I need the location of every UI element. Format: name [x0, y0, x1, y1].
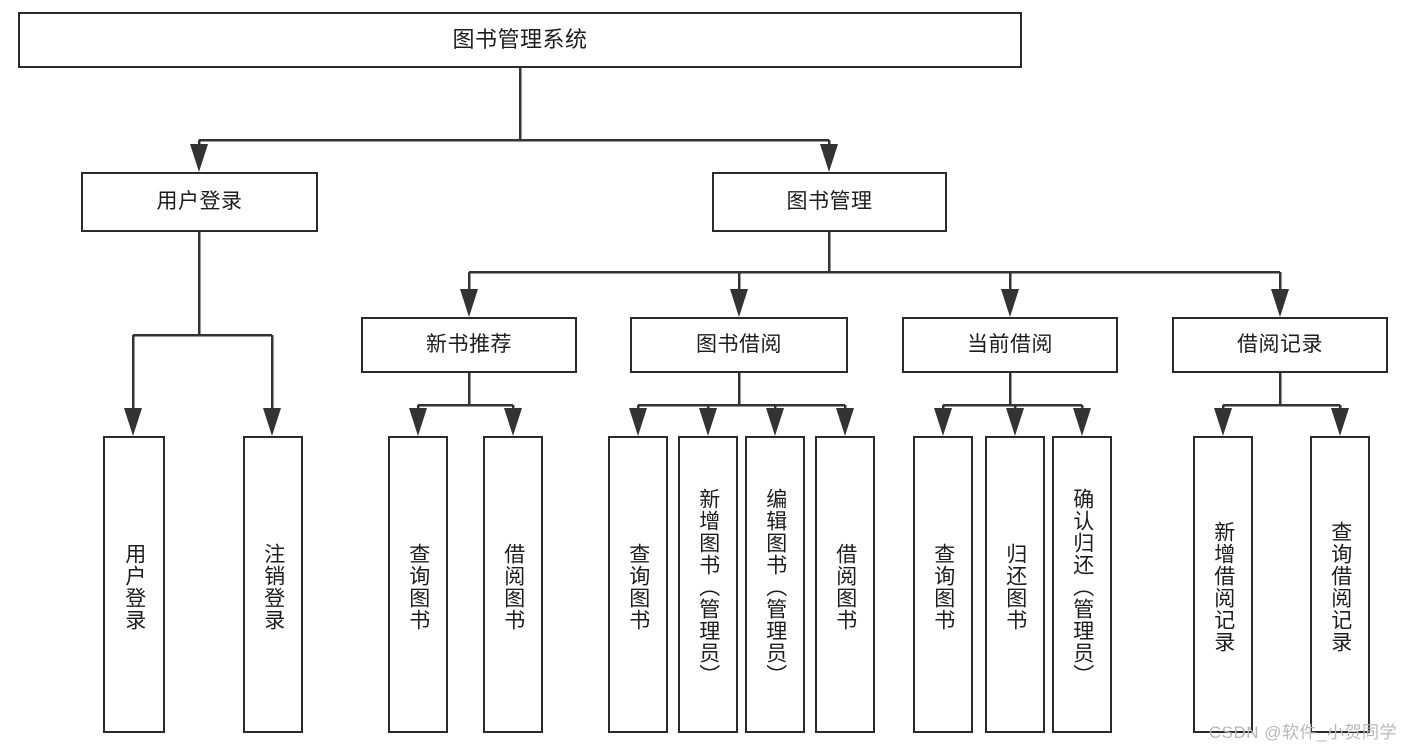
node-new-book-rec[interactable]: 新书推荐 — [361, 317, 577, 373]
node-borrow-record[interactable]: 借阅记录 — [1172, 317, 1388, 373]
arrowhead-new-book-rec-to-leaves-0 — [409, 408, 427, 436]
arrowhead-book-manage-to-level2-3 — [1271, 289, 1289, 317]
node-label: 图书管理 — [786, 189, 873, 213]
node-label: 注销登录 — [261, 542, 285, 631]
watermark-text: CSDN @软件_小贺同学 — [1208, 723, 1397, 742]
node-label: 用户登录 — [156, 189, 243, 213]
node-book-manage[interactable]: 图书管理 — [712, 172, 947, 232]
arrowhead-book-manage-to-level2-1 — [730, 289, 748, 317]
arrowhead-user-login-to-leaves-1 — [263, 408, 281, 436]
node-label: 查询图书 — [406, 542, 430, 631]
node-label: 当前借阅 — [967, 332, 1053, 356]
node-label: 确认归还（管理员） — [1070, 487, 1094, 686]
node-root[interactable]: 图书管理系统 — [18, 12, 1022, 68]
node-user-login[interactable]: 用户登录 — [81, 172, 318, 232]
arrowhead-root-to-level1-0 — [190, 144, 208, 172]
arrowhead-root-to-level1-1 — [820, 144, 838, 172]
node-label: 借阅记录 — [1237, 332, 1323, 356]
node-leaf-query-book-rec[interactable]: 查询图书 — [388, 436, 448, 733]
node-label: 查询图书 — [626, 542, 650, 631]
node-leaf-query-record[interactable]: 查询借阅记录 — [1310, 436, 1370, 733]
arrowhead-book-borrow-to-leaves-2 — [766, 408, 784, 436]
arrowhead-current-borrow-to-leaves-2 — [1073, 408, 1091, 436]
node-leaf-confirm-return[interactable]: 确认归还（管理员） — [1052, 436, 1112, 733]
arrowhead-book-borrow-to-leaves-3 — [836, 408, 854, 436]
arrowhead-current-borrow-to-leaves-1 — [1006, 408, 1024, 436]
arrowhead-book-borrow-to-leaves-1 — [699, 408, 717, 436]
node-leaf-borrow-book[interactable]: 借阅图书 — [815, 436, 875, 733]
node-label: 新增图书（管理员） — [696, 487, 720, 686]
arrowhead-book-borrow-to-leaves-0 — [629, 408, 647, 436]
node-leaf-user-login[interactable]: 用户登录 — [103, 436, 165, 733]
node-label: 编辑图书（管理员） — [763, 487, 787, 686]
arrowhead-user-login-to-leaves-0 — [124, 408, 142, 436]
node-label: 借阅图书 — [501, 542, 525, 631]
node-leaf-add-record[interactable]: 新增借阅记录 — [1193, 436, 1253, 733]
arrowhead-book-manage-to-level2-0 — [460, 289, 478, 317]
arrowhead-borrow-record-to-leaves-1 — [1331, 408, 1349, 436]
node-label: 查询借阅记录 — [1328, 520, 1352, 653]
arrowhead-new-book-rec-to-leaves-1 — [504, 408, 522, 436]
node-label: 新书推荐 — [426, 332, 512, 356]
node-leaf-borrow-book-rec[interactable]: 借阅图书 — [483, 436, 543, 733]
node-label: 查询图书 — [931, 542, 955, 631]
arrowhead-borrow-record-to-leaves-0 — [1214, 408, 1232, 436]
node-label: 归还图书 — [1003, 542, 1027, 631]
node-book-borrow[interactable]: 图书借阅 — [630, 317, 848, 373]
node-leaf-edit-book[interactable]: 编辑图书（管理员） — [745, 436, 805, 733]
node-leaf-query-book-borrow[interactable]: 查询图书 — [608, 436, 668, 733]
arrowhead-current-borrow-to-leaves-0 — [934, 408, 952, 436]
node-label: 用户登录 — [122, 542, 146, 631]
node-label: 新增借阅记录 — [1211, 520, 1235, 653]
node-current-borrow[interactable]: 当前借阅 — [902, 317, 1118, 373]
node-leaf-add-book[interactable]: 新增图书（管理员） — [678, 436, 738, 733]
node-leaf-return-book[interactable]: 归还图书 — [985, 436, 1045, 733]
node-label: 图书管理系统 — [452, 27, 588, 53]
arrowhead-book-manage-to-level2-2 — [1001, 289, 1019, 317]
node-leaf-query-book-current[interactable]: 查询图书 — [913, 436, 973, 733]
node-label: 图书借阅 — [696, 332, 782, 356]
node-leaf-logout[interactable]: 注销登录 — [243, 436, 303, 733]
node-label: 借阅图书 — [833, 542, 857, 631]
